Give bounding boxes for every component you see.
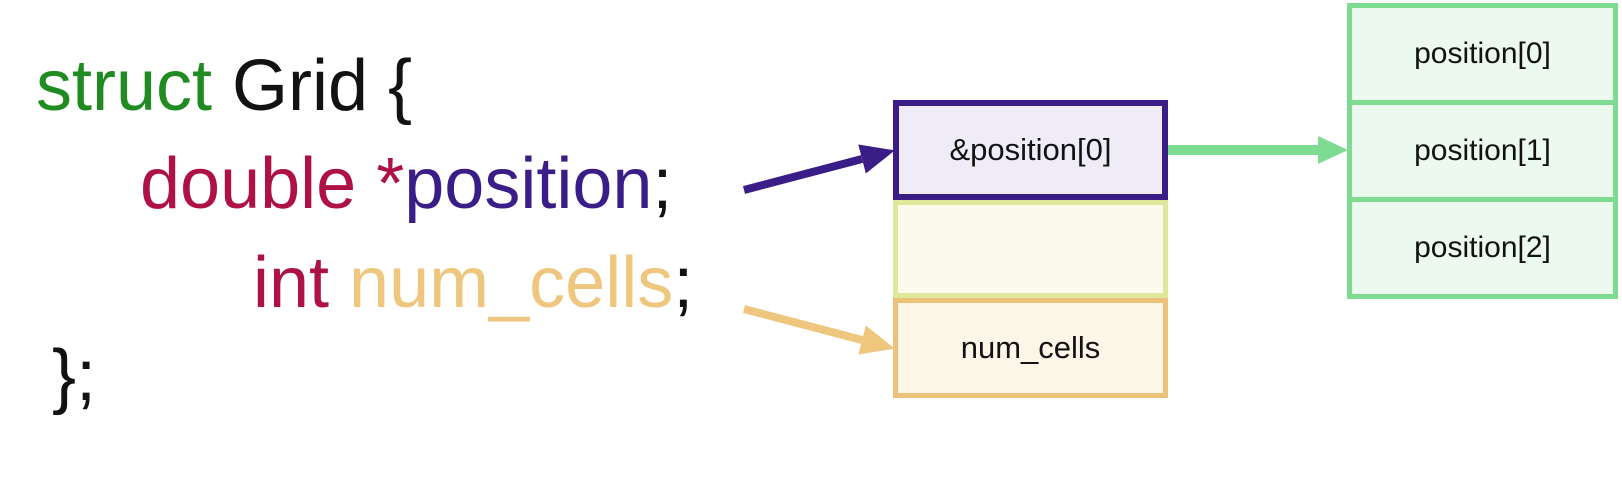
token-type-double: double xyxy=(140,144,377,224)
code-line-double-position: double *position; xyxy=(140,148,672,220)
numcells-value-label: num_cells xyxy=(960,330,1101,365)
token-type-int: int xyxy=(253,243,350,323)
array-cell-1-label: position[1] xyxy=(1414,134,1551,167)
token-pointer-star: * xyxy=(376,144,405,224)
array-cell-2: position[2] xyxy=(1347,197,1618,299)
token-closing-brace: }; xyxy=(52,336,97,416)
array-cell-0-label: position[0] xyxy=(1414,37,1551,70)
numcells-value-cell: num_cells xyxy=(893,298,1168,398)
code-line-struct-close: }; xyxy=(52,340,96,412)
array-cell-2-label: position[2] xyxy=(1414,231,1551,264)
token-semicolon-1: ; xyxy=(652,144,673,224)
pointer-arrow xyxy=(742,144,895,194)
pointer-value-label: &position[0] xyxy=(949,132,1112,167)
array-cell-0: position[0] xyxy=(1347,3,1618,105)
token-keyword-struct: struct xyxy=(36,46,213,126)
padding-cell xyxy=(893,200,1168,298)
token-struct-name-and-brace: Grid { xyxy=(212,46,413,126)
numcells-arrow xyxy=(742,305,895,355)
array-cell-1: position[1] xyxy=(1347,100,1618,202)
token-position-name: position xyxy=(404,144,653,224)
code-line-struct-open: struct Grid { xyxy=(36,50,412,122)
token-semicolon-2: ; xyxy=(673,243,694,323)
token-numcells-name: num_cells xyxy=(349,243,674,323)
code-line-int-numcells: int num_cells; xyxy=(253,247,693,319)
position-array-stack: position[0] position[1] position[2] xyxy=(1347,3,1618,299)
pointer-value-cell: &position[0] xyxy=(893,100,1168,200)
